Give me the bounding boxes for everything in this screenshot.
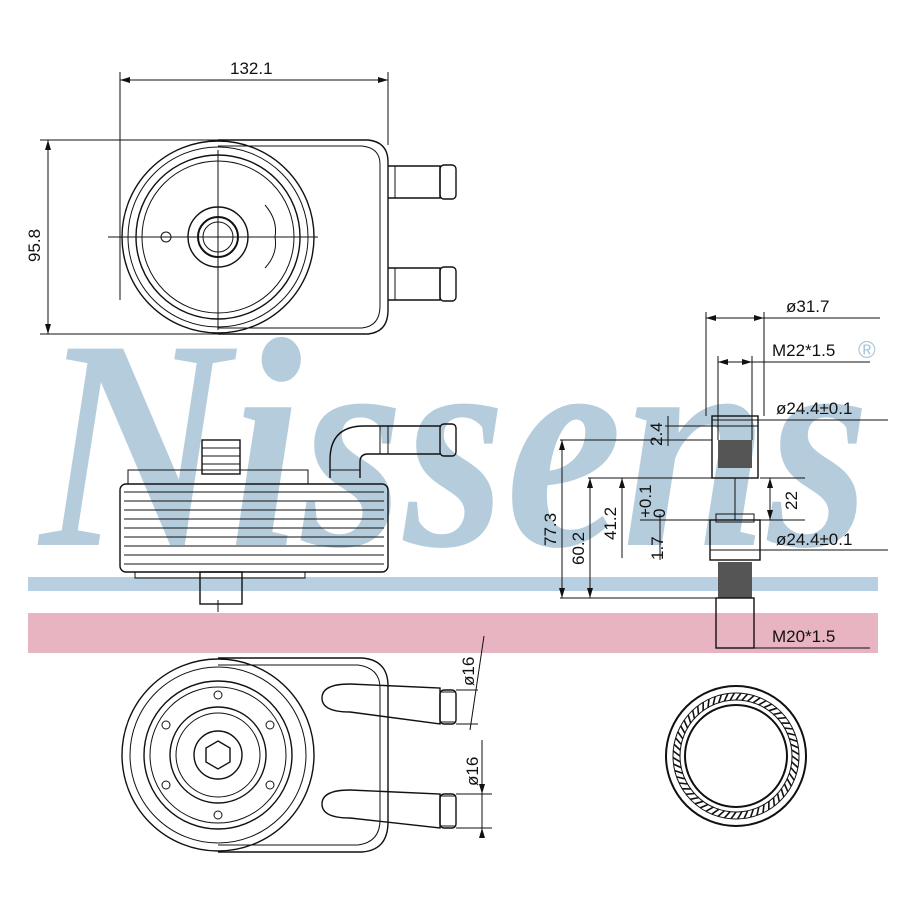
knurl-mark [676, 776, 685, 780]
knurl-mark [672, 750, 681, 757]
h60-label: 60.2 [569, 532, 588, 565]
knurl-mark [763, 703, 773, 709]
knurl-mark [691, 710, 696, 719]
bolt-slot [213, 810, 223, 820]
top-view: 132.1 95.8 [25, 59, 457, 335]
knurl-mark [776, 793, 781, 802]
knurl-mark [780, 788, 785, 798]
knurl-mark [730, 811, 737, 820]
knurl-mark [752, 697, 761, 704]
knurl-mark [791, 755, 800, 762]
knurl-mark [717, 810, 725, 818]
knurl-mark [705, 806, 714, 812]
h41-label: 41.2 [601, 507, 620, 540]
outer-diameter-label: ø31.7 [786, 297, 829, 316]
knurl-mark [707, 699, 710, 708]
bottom-view: ø16 ø16 [121, 635, 492, 853]
knurl-mark [685, 792, 695, 796]
knurl-mark [717, 694, 723, 703]
pink-stripe [28, 613, 878, 653]
bolt-slot [265, 780, 275, 790]
knurl-mark [674, 737, 682, 745]
knurl-mark [723, 693, 729, 702]
knurl-mark [784, 727, 793, 730]
knurl-mark [777, 716, 787, 720]
knurl-mark [696, 705, 700, 715]
bolt-slot [161, 780, 171, 790]
knurl-mark [772, 797, 776, 807]
knurl-mark [791, 749, 800, 756]
knurl-mark [791, 761, 799, 769]
h2-4-label: 2.4 [647, 422, 666, 446]
knurl-mark [680, 725, 686, 734]
knurl-mark [687, 714, 692, 724]
blue-stripe [28, 577, 878, 591]
tolerance-top-label: +0.1 [636, 484, 655, 518]
knurl-mark [743, 810, 749, 819]
knurl-mark [683, 719, 689, 729]
knurl-mark [747, 694, 755, 702]
registered-mark: ® [858, 337, 876, 364]
knurl-mark [741, 693, 749, 701]
knurl-mark [711, 808, 720, 815]
knurl-mark [756, 807, 760, 816]
knurl-mark [679, 782, 688, 785]
bolt-slot [265, 720, 275, 730]
knurl-mark [672, 756, 681, 763]
knurl-mark [723, 811, 731, 819]
knurl-mark [787, 732, 796, 736]
knurl-mark [758, 700, 767, 706]
pipe-lower-label: ø16 [463, 757, 482, 786]
knurl-mark [673, 743, 681, 751]
knurl-mark [783, 783, 789, 793]
knurl-mark [729, 692, 736, 701]
knurl-mark [699, 803, 709, 809]
knurl-mark [768, 707, 778, 712]
width-dimension-label: 132.1 [230, 59, 273, 78]
seat-bottom-label: ø24.4±0.1 [776, 530, 852, 549]
h1-7-label: 1.7 [648, 536, 667, 560]
knurl-mark [749, 809, 755, 818]
pipe-upper-label: ø16 [459, 657, 478, 686]
seat-top-label: ø24.4±0.1 [776, 399, 852, 418]
knurl-mark [735, 692, 742, 701]
knurl-mark [773, 711, 782, 716]
bolt-slot [213, 690, 223, 700]
knurl-mark [762, 804, 765, 813]
knurl-mark [789, 737, 798, 743]
knurl-mark [736, 811, 743, 820]
knurl-mark [786, 778, 792, 787]
knurl-mark [674, 769, 683, 775]
knurl-mark [694, 800, 704, 805]
knurl-mark [790, 767, 798, 775]
bolt-slot [161, 720, 171, 730]
thread-top-label: M22*1.5 [772, 341, 835, 360]
height-dimension-label: 95.8 [25, 229, 44, 262]
side-view [119, 423, 457, 612]
tolerance-bottom-label: 0 [650, 509, 669, 518]
knurl-mark [677, 731, 684, 740]
knurl-mark [788, 772, 795, 781]
total-height-label: 77.3 [541, 513, 560, 546]
h22-label: 22 [782, 491, 801, 510]
seal-ring [665, 685, 807, 827]
thread-bottom-label: M20*1.5 [772, 627, 835, 646]
knurl-mark [790, 743, 799, 749]
knurl-mark [690, 796, 699, 801]
fitting-detail: ø31.7 M22*1.5 ø24.4±0.1 ø24.4±0.1 M20*1.… [541, 297, 888, 649]
knurl-mark [712, 696, 716, 705]
knurl-mark [673, 763, 682, 769]
